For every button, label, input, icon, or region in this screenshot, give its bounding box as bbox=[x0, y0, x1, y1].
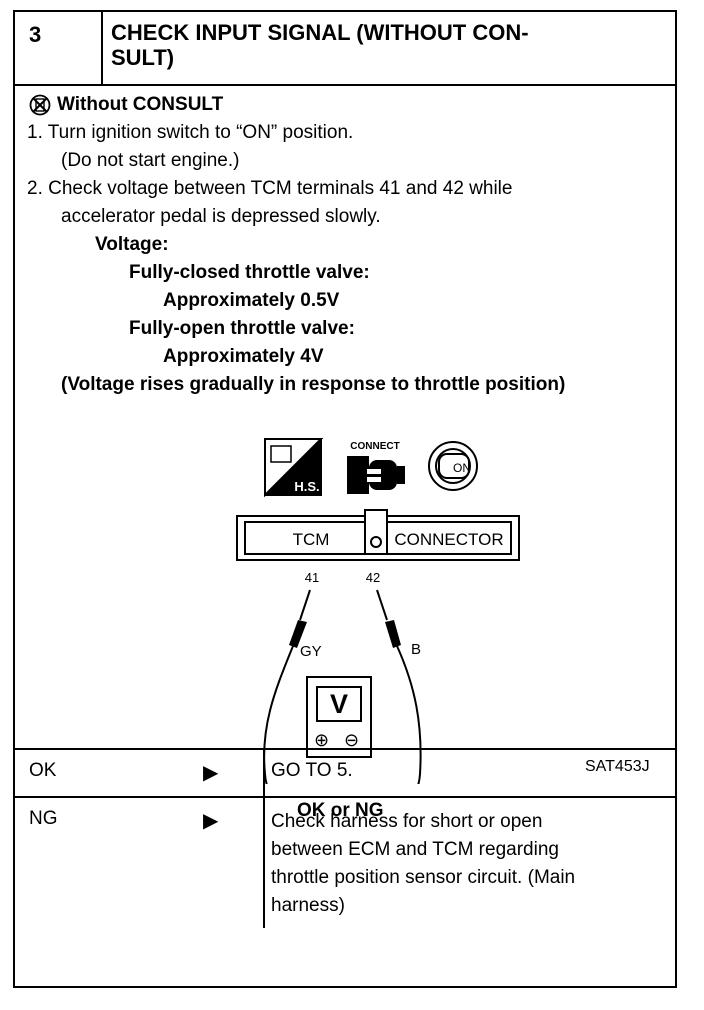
ignition-key-icon: ON bbox=[428, 441, 478, 491]
closed-value: Approximately 0.5V bbox=[163, 290, 340, 311]
ng-action-line: Check harness for short or open bbox=[271, 811, 543, 832]
terminal-42: 42 bbox=[366, 570, 380, 585]
result-ok-label: OK bbox=[29, 760, 57, 781]
ng-action-line: harness) bbox=[271, 895, 345, 916]
on-label: ON bbox=[453, 461, 471, 475]
result-ng-action: Check harness for short or open between … bbox=[271, 808, 575, 920]
arrow-icon: ▶ bbox=[203, 762, 219, 784]
connect-icon: CONNECT bbox=[347, 441, 405, 494]
ok-ng-question: OK or NG bbox=[297, 800, 384, 821]
step-2: 2. Check voltage between TCM terminals 4… bbox=[27, 178, 513, 199]
tcm-label: TCM bbox=[293, 530, 330, 549]
arrow-icon: ▶ bbox=[203, 810, 219, 832]
closed-label: Fully-closed throttle valve: bbox=[129, 262, 370, 283]
figure-code: SAT453J bbox=[585, 758, 650, 775]
connector-label: CONNECTOR bbox=[394, 530, 503, 549]
open-value: Approximately 4V bbox=[163, 346, 324, 367]
step-1-note: (Do not start engine.) bbox=[61, 150, 240, 171]
ng-action-line: between ECM and TCM regarding bbox=[271, 839, 559, 860]
result-table: OK ▶ GO TO 5. NG ▶ Check harness for sho… bbox=[15, 748, 675, 988]
instructions: Without CONSULT 1. Turn ignition switch … bbox=[15, 84, 675, 822]
connect-label: CONNECT bbox=[350, 441, 399, 452]
result-row-ok: OK ▶ GO TO 5. bbox=[15, 750, 675, 798]
plus-terminal-icon: ⊕ bbox=[314, 730, 330, 750]
wire-gy-label: GY bbox=[300, 643, 322, 660]
procedure-frame: 3 CHECK INPUT SIGNAL (WITHOUT CON- SULT)… bbox=[13, 10, 677, 988]
result-ok-action: GO TO 5. bbox=[271, 760, 353, 781]
mode-label: Without CONSULT bbox=[57, 94, 224, 115]
step-title: CHECK INPUT SIGNAL (WITHOUT CON- SULT) bbox=[111, 20, 661, 70]
ng-action-line: throttle position sensor circuit. (Main bbox=[271, 867, 576, 888]
result-ng-label: NG bbox=[29, 808, 58, 829]
voltage-label: Voltage: bbox=[95, 234, 169, 255]
probe-b bbox=[376, 589, 422, 784]
voltage-note: (Voltage rises gradually in response to … bbox=[61, 374, 566, 395]
wire-b-label: B bbox=[411, 641, 421, 658]
minus-terminal-icon: ⊖ bbox=[344, 730, 360, 750]
voltmeter-display: V bbox=[316, 686, 362, 722]
step-number: 3 bbox=[15, 12, 103, 84]
step-header: 3 CHECK INPUT SIGNAL (WITHOUT CON- SULT) bbox=[15, 12, 675, 86]
no-consult-icon bbox=[29, 94, 51, 116]
voltmeter: V ⊕ ⊖ bbox=[306, 676, 372, 758]
title-line-1: CHECK INPUT SIGNAL (WITHOUT CON- bbox=[111, 20, 529, 45]
title-line-2: SULT) bbox=[111, 45, 175, 70]
wiring-diagram: H.S. CONNECT ON TCM bbox=[236, 438, 520, 784]
result-row-ng: NG ▶ Check harness for short or open bet… bbox=[15, 798, 675, 988]
step-1: 1. Turn ignition switch to “ON” position… bbox=[27, 122, 354, 143]
tcm-connector: TCM CONNECTOR bbox=[236, 509, 520, 561]
terminal-41: 41 bbox=[305, 570, 319, 585]
hs-label: H.S. bbox=[294, 479, 319, 494]
harness-icon: H.S. bbox=[264, 438, 324, 498]
step-2-cont: accelerator pedal is depressed slowly. bbox=[61, 206, 381, 227]
open-label: Fully-open throttle valve: bbox=[129, 318, 355, 339]
